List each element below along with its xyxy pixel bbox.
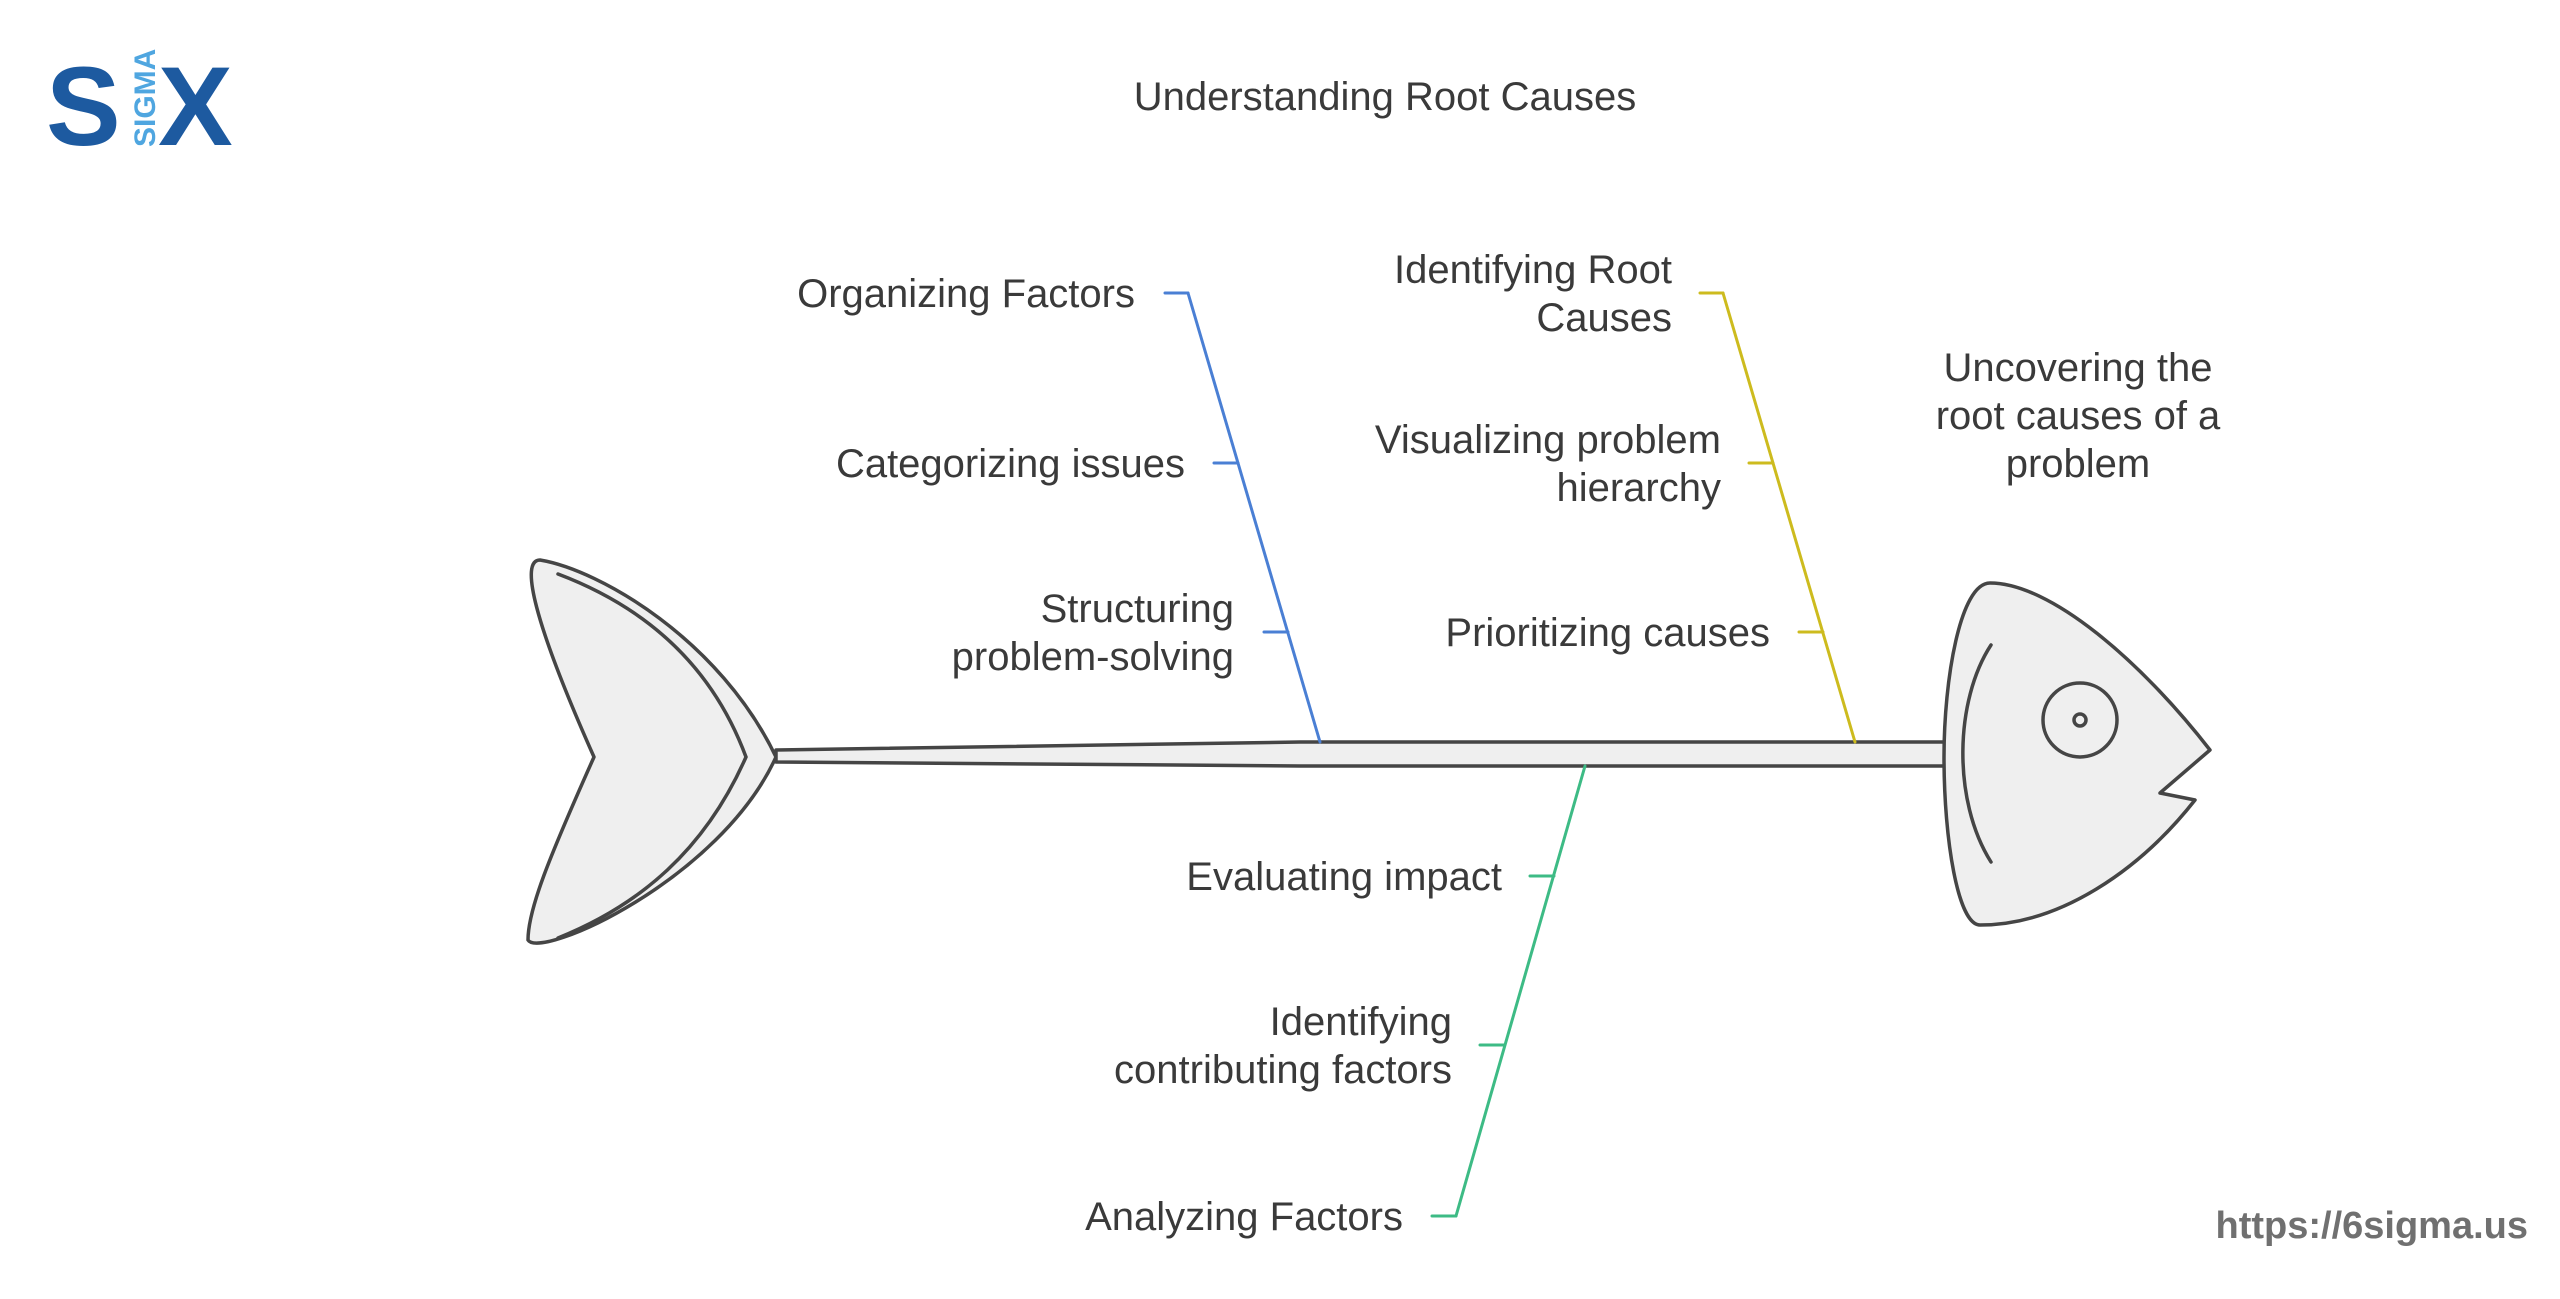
fish-tail <box>526 558 778 945</box>
label-evaluating-impact: Evaluating impact <box>1186 855 1502 899</box>
label-analyzing-factors: Analyzing Factors <box>1085 1195 1403 1239</box>
branch-blue: Organizing Factors Categorizing issues S… <box>797 272 1322 744</box>
logo-letter-x: X <box>158 44 233 169</box>
label-categorizing-issues: Categorizing issues <box>836 442 1185 486</box>
fish-spine <box>774 740 1952 768</box>
logo-letter-s: S <box>46 44 121 169</box>
fish-head <box>1942 581 2212 927</box>
label-prioritizing-causes: Prioritizing causes <box>1445 611 1770 655</box>
website-url[interactable]: https://6sigma.us <box>2216 1205 2529 1247</box>
label-organizing-factors: Organizing Factors <box>797 272 1135 316</box>
sixsigma-logo: S SIGMA X <box>46 44 233 169</box>
logo-sigma-word: SIGMA <box>129 49 162 147</box>
diagram-title: Understanding Root Causes <box>1134 75 1637 119</box>
